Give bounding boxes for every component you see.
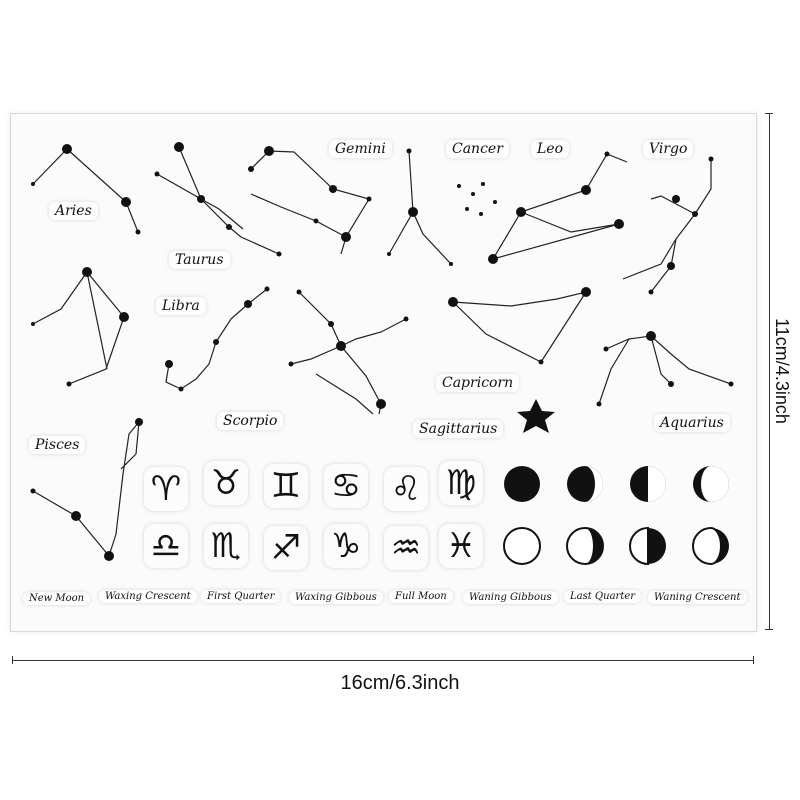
width-dimension-line (12, 656, 754, 664)
constellation-artwork (30, 142, 734, 566)
width-dimension-label: 16cm/6.3inch (340, 672, 460, 694)
height-dimension-line (765, 113, 773, 630)
label-cancer: Cancer (446, 140, 509, 158)
label-waxing-gibbous: Waxing Gibbous (289, 591, 383, 604)
label-scorpio: Scorpio (217, 412, 284, 430)
label-aquarius: Aquarius (654, 414, 730, 432)
label-first-quarter: First Quarter (201, 590, 281, 603)
label-aries: Aries (49, 202, 98, 220)
label-waning-crescent: Waning Crescent (648, 591, 747, 604)
pisces-symbol: ♓ (439, 524, 483, 568)
label-new-moon: New Moon (23, 592, 91, 605)
label-full-moon: Full Moon (389, 590, 453, 603)
label-libra: Libra (156, 297, 206, 315)
aries-symbol: ♈ (144, 467, 188, 511)
moon-phase-row-2 (503, 526, 729, 566)
libra-symbol: ♎ (144, 524, 188, 568)
label-sagittarius: Sagittarius (413, 420, 504, 438)
cancer-symbol: ♋ (324, 464, 368, 508)
aquarius-symbol: ♒ (384, 526, 428, 570)
label-leo: Leo (531, 140, 570, 158)
label-pisces: Pisces (29, 436, 86, 454)
label-gemini: Gemini (329, 140, 392, 158)
taurus-symbol: ♉ (204, 461, 248, 505)
gemini-symbol: ♊ (264, 464, 308, 508)
stamp-sheet: Aries Taurus Gemini Cancer Leo Virgo Lib… (10, 113, 757, 632)
capricorn-symbol: ♑ (324, 524, 368, 568)
label-last-quarter: Last Quarter (564, 590, 642, 603)
label-virgo: Virgo (643, 140, 694, 158)
constellation-lines (32, 146, 732, 557)
scorpio-symbol: ♏ (204, 524, 248, 568)
virgo-symbol: ♍ (439, 461, 483, 505)
label-taurus: Taurus (169, 251, 230, 269)
constellation-stars (30, 142, 734, 561)
label-waxing-crescent: Waxing Crescent (99, 590, 197, 603)
label-capricorn: Capricorn (436, 374, 520, 392)
height-dimension-label: 11cm/4.3inch (772, 318, 792, 424)
large-star (517, 399, 555, 433)
moon-phase-row-1 (504, 466, 729, 502)
leo-symbol: ♌ (384, 467, 428, 511)
label-waning-gibbous: Waning Gibbous (463, 591, 558, 604)
sagittarius-symbol: ♐ (264, 526, 308, 570)
